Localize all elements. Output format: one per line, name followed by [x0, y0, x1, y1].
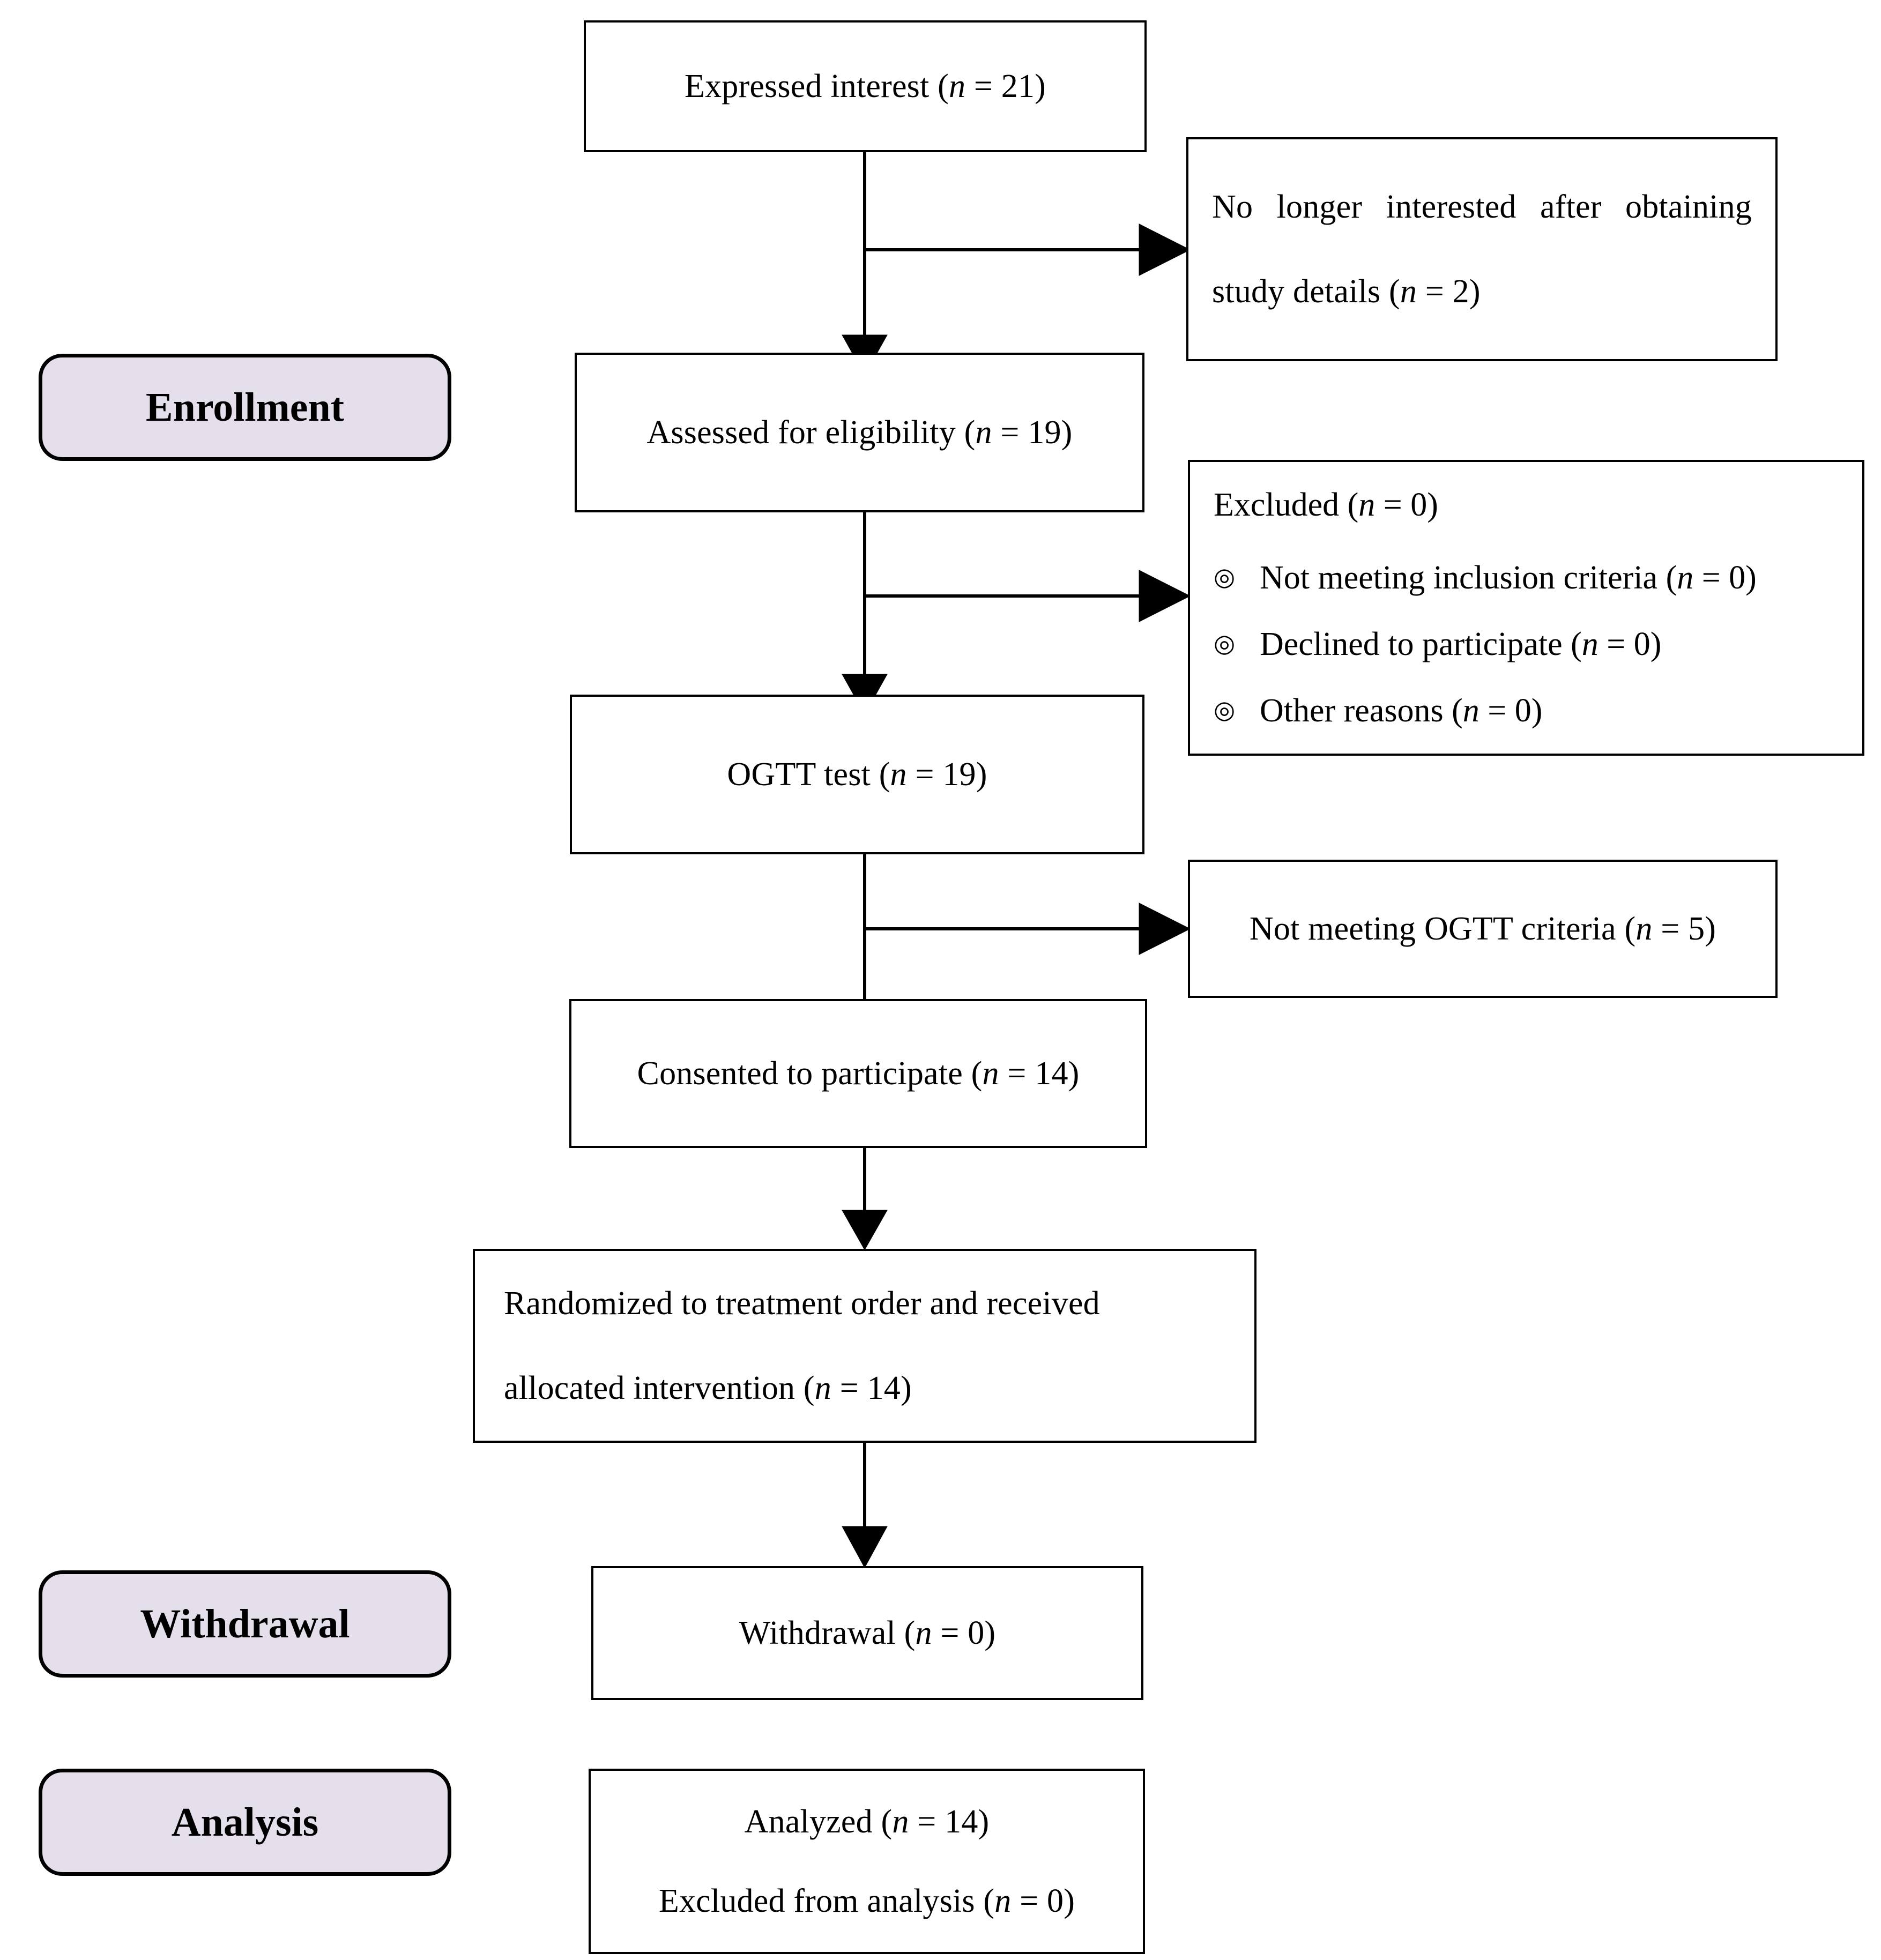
node-no-longer-interested-line2: study details (n = 2) — [1212, 273, 1481, 310]
arrowhead-down-randomized — [842, 1210, 888, 1251]
node-consented-to-participate-text: Consented to participate (n = 14) — [637, 1055, 1080, 1092]
node-withdrawal-count: Withdrawal (n = 0) — [591, 1566, 1143, 1700]
arrowhead-down-withdrawal — [842, 1526, 888, 1569]
node-excluded-reason-list: ◎ Not meeting inclusion criteria (n = 0)… — [1214, 561, 1839, 727]
node-expressed-interest-text: Expressed interest (n = 21) — [685, 68, 1046, 105]
node-no-longer-interested-line1: No longer interested after obtaining — [1212, 189, 1752, 225]
arrowhead-right-not-meeting-ogtt — [1139, 903, 1191, 955]
node-withdrawal-text: Withdrawal (n = 0) — [739, 1615, 996, 1651]
node-randomized-line1: Randomized to treatment order and receiv… — [504, 1285, 1100, 1322]
stage-label-enrollment: Enrollment — [145, 385, 345, 430]
node-analysis-counts: Analyzed (n = 14) Excluded from analysis… — [589, 1769, 1145, 1954]
arrowhead-right-excluded — [1139, 570, 1191, 622]
node-ogtt-test-text: OGTT test (n = 19) — [727, 756, 987, 793]
node-excluded: Excluded (n = 0) ◎ Not meeting inclusion… — [1188, 460, 1864, 756]
stage-pill-withdrawal: Withdrawal — [39, 1570, 451, 1678]
list-item-label: Declined to participate (n = 0) — [1260, 626, 1662, 662]
list-item-label: Other reasons (n = 0) — [1260, 692, 1543, 729]
node-not-meeting-ogtt-criteria-text: Not meeting OGTT criteria (n = 5) — [1249, 911, 1716, 947]
spiral-bullet-icon: ◎ — [1214, 629, 1236, 658]
stage-pill-analysis: Analysis — [39, 1769, 451, 1876]
node-no-longer-interested: No longer interested after obtaining stu… — [1186, 137, 1778, 361]
arrowhead-right-no-longer-interested — [1139, 223, 1191, 276]
node-assessed-for-eligibility: Assessed for eligibility (n = 19) — [575, 353, 1144, 512]
list-item: ◎ Other reasons (n = 0) — [1214, 694, 1839, 727]
node-not-meeting-ogtt-criteria: Not meeting OGTT criteria (n = 5) — [1188, 860, 1778, 998]
node-assessed-for-eligibility-text: Assessed for eligibility (n = 19) — [646, 414, 1073, 451]
list-item: ◎ Declined to participate (n = 0) — [1214, 628, 1839, 661]
stage-pill-enrollment: Enrollment — [39, 354, 451, 461]
node-randomized-allocated: Randomized to treatment order and receiv… — [473, 1249, 1257, 1443]
node-excluded-heading: Excluded (n = 0) — [1214, 487, 1438, 523]
node-consented-to-participate: Consented to participate (n = 14) — [569, 999, 1147, 1148]
list-item: ◎ Not meeting inclusion criteria (n = 0) — [1214, 561, 1839, 594]
node-expressed-interest: Expressed interest (n = 21) — [584, 20, 1147, 152]
node-excluded-body: Excluded (n = 0) ◎ Not meeting inclusion… — [1190, 488, 1862, 727]
node-excluded-from-analysis-line: Excluded from analysis (n = 0) — [658, 1883, 1075, 1919]
stage-label-withdrawal: Withdrawal — [140, 1601, 350, 1646]
spiral-bullet-icon: ◎ — [1214, 562, 1236, 591]
list-item-label: Not meeting inclusion criteria (n = 0) — [1260, 560, 1757, 596]
node-randomized-line2: allocated intervention (n = 14) — [504, 1370, 912, 1406]
spiral-bullet-icon: ◎ — [1214, 695, 1236, 724]
node-analyzed-line: Analyzed (n = 14) — [744, 1804, 990, 1840]
stage-label-analysis: Analysis — [171, 1800, 319, 1845]
node-ogtt-test: OGTT test (n = 19) — [570, 695, 1144, 854]
